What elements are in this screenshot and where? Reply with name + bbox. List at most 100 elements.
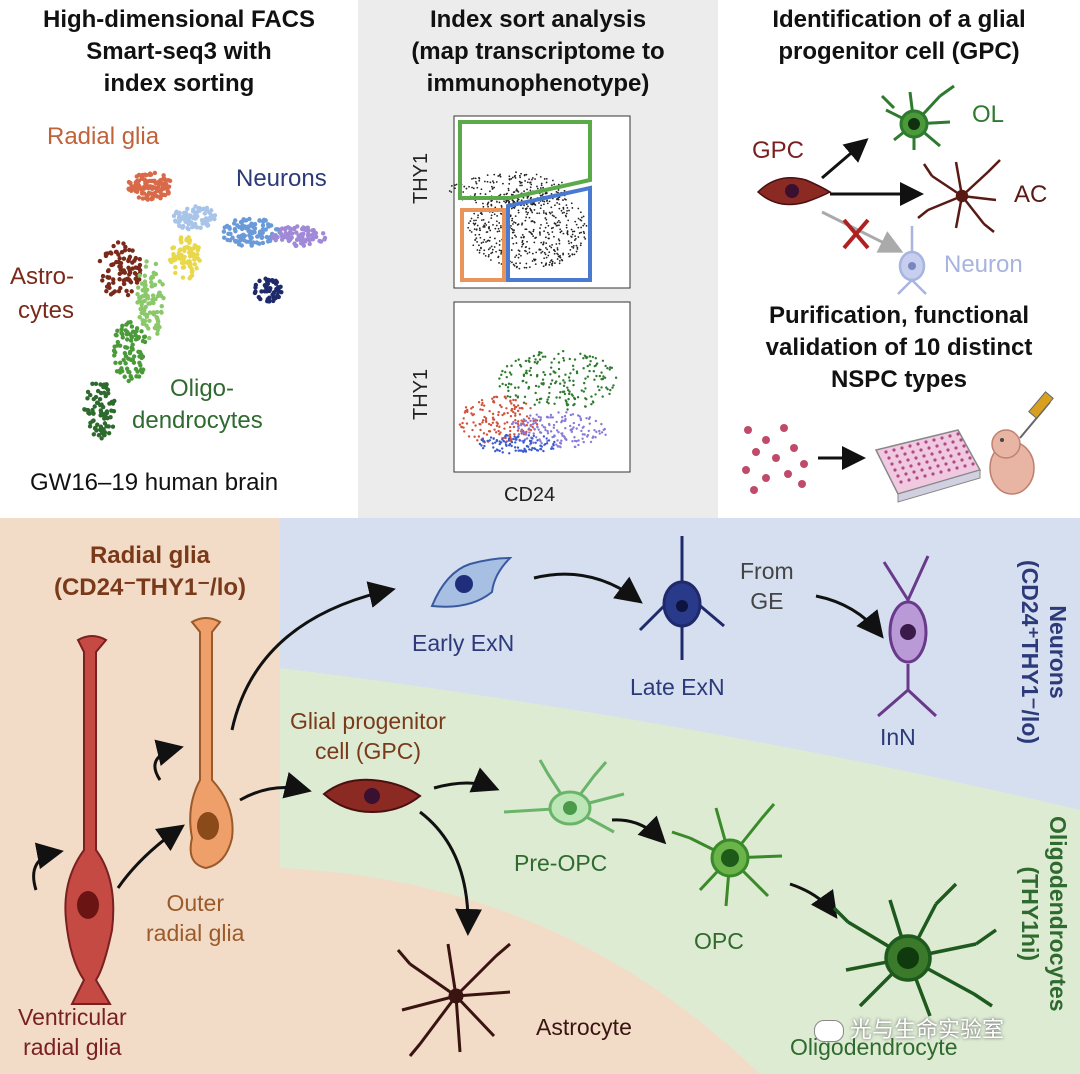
facs-event-dot <box>518 439 522 442</box>
facs-event-dot <box>476 439 479 442</box>
umap-cluster-dot <box>115 240 121 245</box>
plate-well <box>941 456 945 460</box>
facs-event-dot <box>593 378 596 381</box>
umap-cluster-dot <box>129 183 134 189</box>
facs-event-dot <box>527 434 531 437</box>
facs-event-dot <box>510 227 513 230</box>
facs-event-dot <box>551 243 554 246</box>
facs-event-dot <box>476 249 479 251</box>
umap-cluster-dot <box>126 186 131 192</box>
purification-line-2: validation of 10 distinct <box>765 334 1033 361</box>
index-sort-title-line-3: immunophenotype) <box>426 70 650 97</box>
plate-well <box>908 444 912 448</box>
umap-cluster-dot <box>105 387 111 393</box>
facs-event-dot <box>543 200 546 203</box>
facs-event-dot <box>494 206 497 209</box>
facs-event-dot <box>557 189 560 191</box>
facs-event-dot <box>533 209 536 211</box>
facs-event-dot <box>551 231 554 233</box>
late-exn-icon <box>638 536 725 660</box>
umap-cluster-dot <box>300 233 305 239</box>
facs-event-dot <box>523 395 527 399</box>
index-sort-title: Index sort analysis (map transcriptome t… <box>358 4 718 100</box>
umap-cluster-dot <box>102 421 108 426</box>
facs-event-dot <box>514 359 517 363</box>
facs-event-dot <box>471 177 473 180</box>
purification-title: Purification, functional validation of 1… <box>718 300 1080 396</box>
facs-event-dot <box>539 207 542 210</box>
facs-event-dot <box>477 401 481 404</box>
umap-cluster-dot <box>153 181 158 186</box>
facs-event-dot <box>492 395 496 399</box>
facs-event-dot <box>538 212 541 215</box>
facs-event-dot <box>522 236 525 239</box>
facs-event-dot <box>521 233 524 236</box>
facs-event-dot <box>498 377 501 380</box>
umap-cluster-dot <box>266 298 271 303</box>
facs-event-dot <box>547 254 550 257</box>
facs-event-dot <box>489 236 492 239</box>
umap-cluster-dot <box>287 226 293 231</box>
facs-event-dot <box>530 196 532 199</box>
facs-event-dot <box>586 375 590 378</box>
facs-event-dot <box>480 403 483 407</box>
facs-event-dot <box>487 221 490 224</box>
umap-cluster-dot <box>169 258 174 263</box>
facs-event-dot <box>555 420 558 424</box>
umap-cluster-dot <box>303 239 308 244</box>
facs-event-dot <box>478 249 481 252</box>
facs-event-dot <box>490 252 493 255</box>
facs-event-dot <box>571 207 574 209</box>
umap-cluster-dot <box>149 195 155 201</box>
facs-event-dot <box>595 374 598 378</box>
umap-cluster-dot <box>212 213 218 218</box>
facs-event-dot <box>488 227 490 230</box>
umap-cluster-dot <box>187 250 192 255</box>
facs-event-dot <box>513 435 516 438</box>
facs-event-dot <box>506 192 508 195</box>
facs-event-dot <box>533 403 536 406</box>
facs-event-dot <box>576 246 579 249</box>
plate-well <box>906 458 910 462</box>
umap-cluster-dot <box>144 185 150 190</box>
facs-event-dot <box>470 412 473 415</box>
facs-event-dot <box>521 407 524 410</box>
umap-cluster-dot <box>102 416 107 421</box>
facs-event-dot <box>538 202 540 204</box>
umap-cluster-dot <box>124 288 129 294</box>
facs-event-dot <box>465 422 469 425</box>
plate-well <box>903 452 907 456</box>
umap-cluster-dot <box>134 189 140 194</box>
facs-event-dot <box>527 385 531 389</box>
umap-cluster-dot <box>143 283 148 288</box>
umap-cluster-dot <box>268 223 274 228</box>
facs-event-dot <box>578 415 581 418</box>
facs-event-dot <box>535 362 539 365</box>
facs-event-dot <box>573 436 576 439</box>
facs-event-dot <box>488 439 491 442</box>
facs-event-dot <box>513 407 516 411</box>
facs-event-dot <box>531 260 534 262</box>
umap-cluster-dot <box>121 256 127 261</box>
facs-event-dot <box>475 201 478 204</box>
umap-cluster-dot <box>180 223 186 229</box>
facs-event-dot <box>594 436 597 439</box>
facs-event-dot <box>559 390 562 394</box>
facs-event-dot <box>522 420 525 423</box>
facs-event-dot <box>464 409 467 413</box>
umap-cluster-dot <box>198 225 203 230</box>
facs-event-dot <box>567 376 571 379</box>
facs-event-dot <box>484 193 487 196</box>
facs-event-dot <box>536 449 540 452</box>
facs-event-dot <box>529 406 532 410</box>
facs-event-dot <box>538 438 541 441</box>
facs-event-dot <box>511 217 514 220</box>
facs-event-dot <box>557 197 560 199</box>
facs-event-dot <box>552 370 555 373</box>
facs-event-dot <box>571 233 574 236</box>
facs-event-dot <box>571 394 574 397</box>
facs-event-dot <box>529 414 532 417</box>
umap-cluster-dot <box>130 357 136 363</box>
facs-event-dot <box>534 391 537 395</box>
facs-event-dot <box>509 395 512 399</box>
